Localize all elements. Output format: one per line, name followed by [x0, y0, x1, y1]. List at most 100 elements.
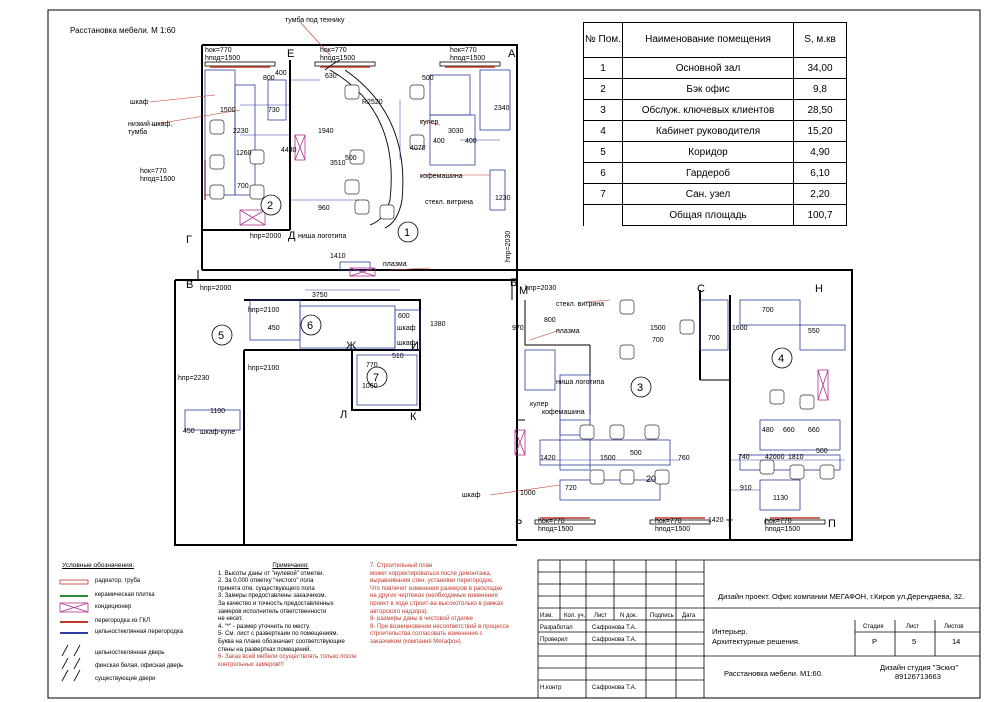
note-line: заказчиком (компания Мегафон). — [370, 638, 463, 645]
svg-text:970: 970 — [512, 325, 524, 332]
chairs — [209, 84, 835, 485]
svg-text:Р: Р — [515, 518, 522, 530]
row-area: 6,10 — [793, 162, 847, 184]
svg-text:Е: Е — [287, 48, 294, 60]
svg-text:800: 800 — [263, 75, 275, 82]
svg-text:Проверил: Проверил — [540, 637, 568, 643]
svg-text:400: 400 — [275, 70, 287, 77]
plan-text: hок=770 hпод=1500 hок=770 hпод=1500 hок=… — [128, 47, 800, 533]
svg-text:Изм.: Изм. — [540, 613, 553, 619]
label-shkaf-kupe: шкаф-купе — [200, 429, 235, 436]
label-hok-top1: hок=770 — [205, 47, 232, 54]
svg-text:М: М — [519, 285, 528, 297]
label-hnp2030b: hпр=2030 — [505, 231, 512, 262]
svg-text:450: 450 — [183, 428, 195, 435]
label-hpod-b1: hпод=1500 — [538, 526, 573, 533]
table-header-num: № Пом. — [583, 22, 623, 58]
tv-stand-label: тумба под технику — [285, 16, 345, 24]
label-hok-top2: hок=770 — [320, 47, 347, 54]
label-plazma1: плазма — [383, 261, 407, 268]
svg-text:1500: 1500 — [600, 455, 616, 462]
legend-item: перегородка из ГКЛ — [95, 618, 150, 624]
svg-text:14: 14 — [952, 637, 960, 646]
note-line: авторского надзора). — [370, 608, 429, 615]
svg-text:Т: Т — [726, 518, 733, 530]
row-name: Гардероб — [622, 162, 794, 184]
axis-letters: А Б В Г Д Е Ж И К Л М Н П Р С Т — [186, 48, 836, 530]
label-shkaf4: шкаф — [462, 492, 481, 499]
label-hok-b3: hок=770 — [765, 518, 792, 525]
label-shkaf2: шкаф — [397, 325, 416, 332]
label-plazma2: плазма — [556, 328, 580, 335]
room-number-6: 6 — [307, 320, 313, 332]
label-tumba: тумба — [128, 128, 147, 136]
label-hpod-top1: hпод=1500 — [205, 55, 240, 62]
label-hok-left: hок=770 — [140, 168, 167, 175]
label-hpod-left: hпод=1500 — [140, 176, 175, 183]
label-kuler2: кулер — [530, 401, 548, 408]
svg-text:3510: 3510 — [330, 160, 346, 167]
svg-text:1420: 1420 — [540, 455, 556, 462]
note-line: 3. Замеры предоставлены заказчиком. — [218, 593, 327, 600]
svg-text:450: 450 — [268, 325, 280, 332]
svg-text:R2520: R2520 — [362, 99, 383, 106]
svg-text:Лист: Лист — [594, 613, 607, 619]
svg-text:1500: 1500 — [220, 107, 236, 114]
label-kofe2: кофемашина — [542, 409, 585, 416]
note-line: на других чертежах (необходимые изменени… — [370, 593, 498, 600]
note-line: выравнивания стен, установки перегородок… — [370, 578, 494, 585]
svg-text:А: А — [508, 48, 516, 60]
svg-text:5: 5 — [912, 637, 916, 646]
svg-text:910: 910 — [740, 485, 752, 492]
svg-text:510: 510 — [392, 353, 404, 360]
total-label: Общая площадь — [622, 204, 794, 226]
svg-text:1060: 1060 — [362, 383, 378, 390]
row-name: Обслуж. ключевых клиентов — [622, 99, 794, 121]
svg-text:Сафронова Т.А.: Сафронова Т.А. — [592, 685, 637, 691]
row-name: Сан. узел — [622, 183, 794, 205]
svg-text:700: 700 — [237, 183, 249, 190]
svg-text:550: 550 — [808, 328, 820, 335]
svg-text:500: 500 — [816, 448, 828, 455]
svg-text:Подпись: Подпись — [650, 613, 674, 619]
label-logo2: ниша логотипа — [556, 379, 604, 386]
svg-text:600: 600 — [398, 313, 410, 320]
svg-text:Р: Р — [872, 637, 877, 646]
leader-lines — [149, 21, 611, 496]
project-title: Дизайн проект. Офис компании МЕГАФОН, г.… — [718, 592, 964, 601]
svg-text:Листов: Листов — [944, 624, 964, 630]
svg-text:1230: 1230 — [495, 195, 511, 202]
sheet-name: Расстановка мебели. М1:60. — [724, 669, 823, 678]
label-shkaf1: шкаф — [130, 99, 149, 106]
svg-text:Лист: Лист — [906, 624, 919, 630]
legend-item: радиатор, труба — [95, 578, 141, 584]
svg-text:1130: 1130 — [773, 495, 788, 502]
svg-text:2230: 2230 — [233, 128, 249, 135]
title-block-main: Дизайн проект. Офис компании МЕГАФОН, г.… — [712, 592, 964, 681]
svg-text:2340: 2340 — [494, 105, 510, 112]
note-line: может корректироваться после демонтажа, — [370, 570, 492, 577]
note-line: 9- При возникновении несоответствий в пр… — [370, 623, 509, 630]
svg-text:Г: Г — [186, 234, 192, 246]
svg-text:Дата: Дата — [682, 613, 696, 619]
note-line: 7. Строительный план — [370, 563, 433, 569]
svg-text:720: 720 — [565, 485, 577, 492]
legend: Условные обозначения: — [62, 562, 134, 569]
label-kuler1: кулер — [420, 119, 438, 126]
label-kofe1: кофемашина — [420, 173, 463, 180]
svg-text:Л: Л — [340, 409, 347, 421]
label-hnp2030a: hпр=2030 — [525, 285, 556, 292]
svg-text:42000: 42000 — [765, 454, 785, 461]
row-number: 7 — [583, 183, 623, 205]
svg-text:770: 770 — [366, 362, 378, 369]
note-line: 1. Высоты даны от "нулевой" отметки. — [218, 570, 325, 577]
label-vitrina2: стекл. витрина — [556, 301, 604, 308]
svg-text:1420: 1420 — [708, 517, 724, 524]
svg-text:1500: 1500 — [650, 325, 666, 332]
svg-text:Б: Б — [510, 277, 517, 289]
